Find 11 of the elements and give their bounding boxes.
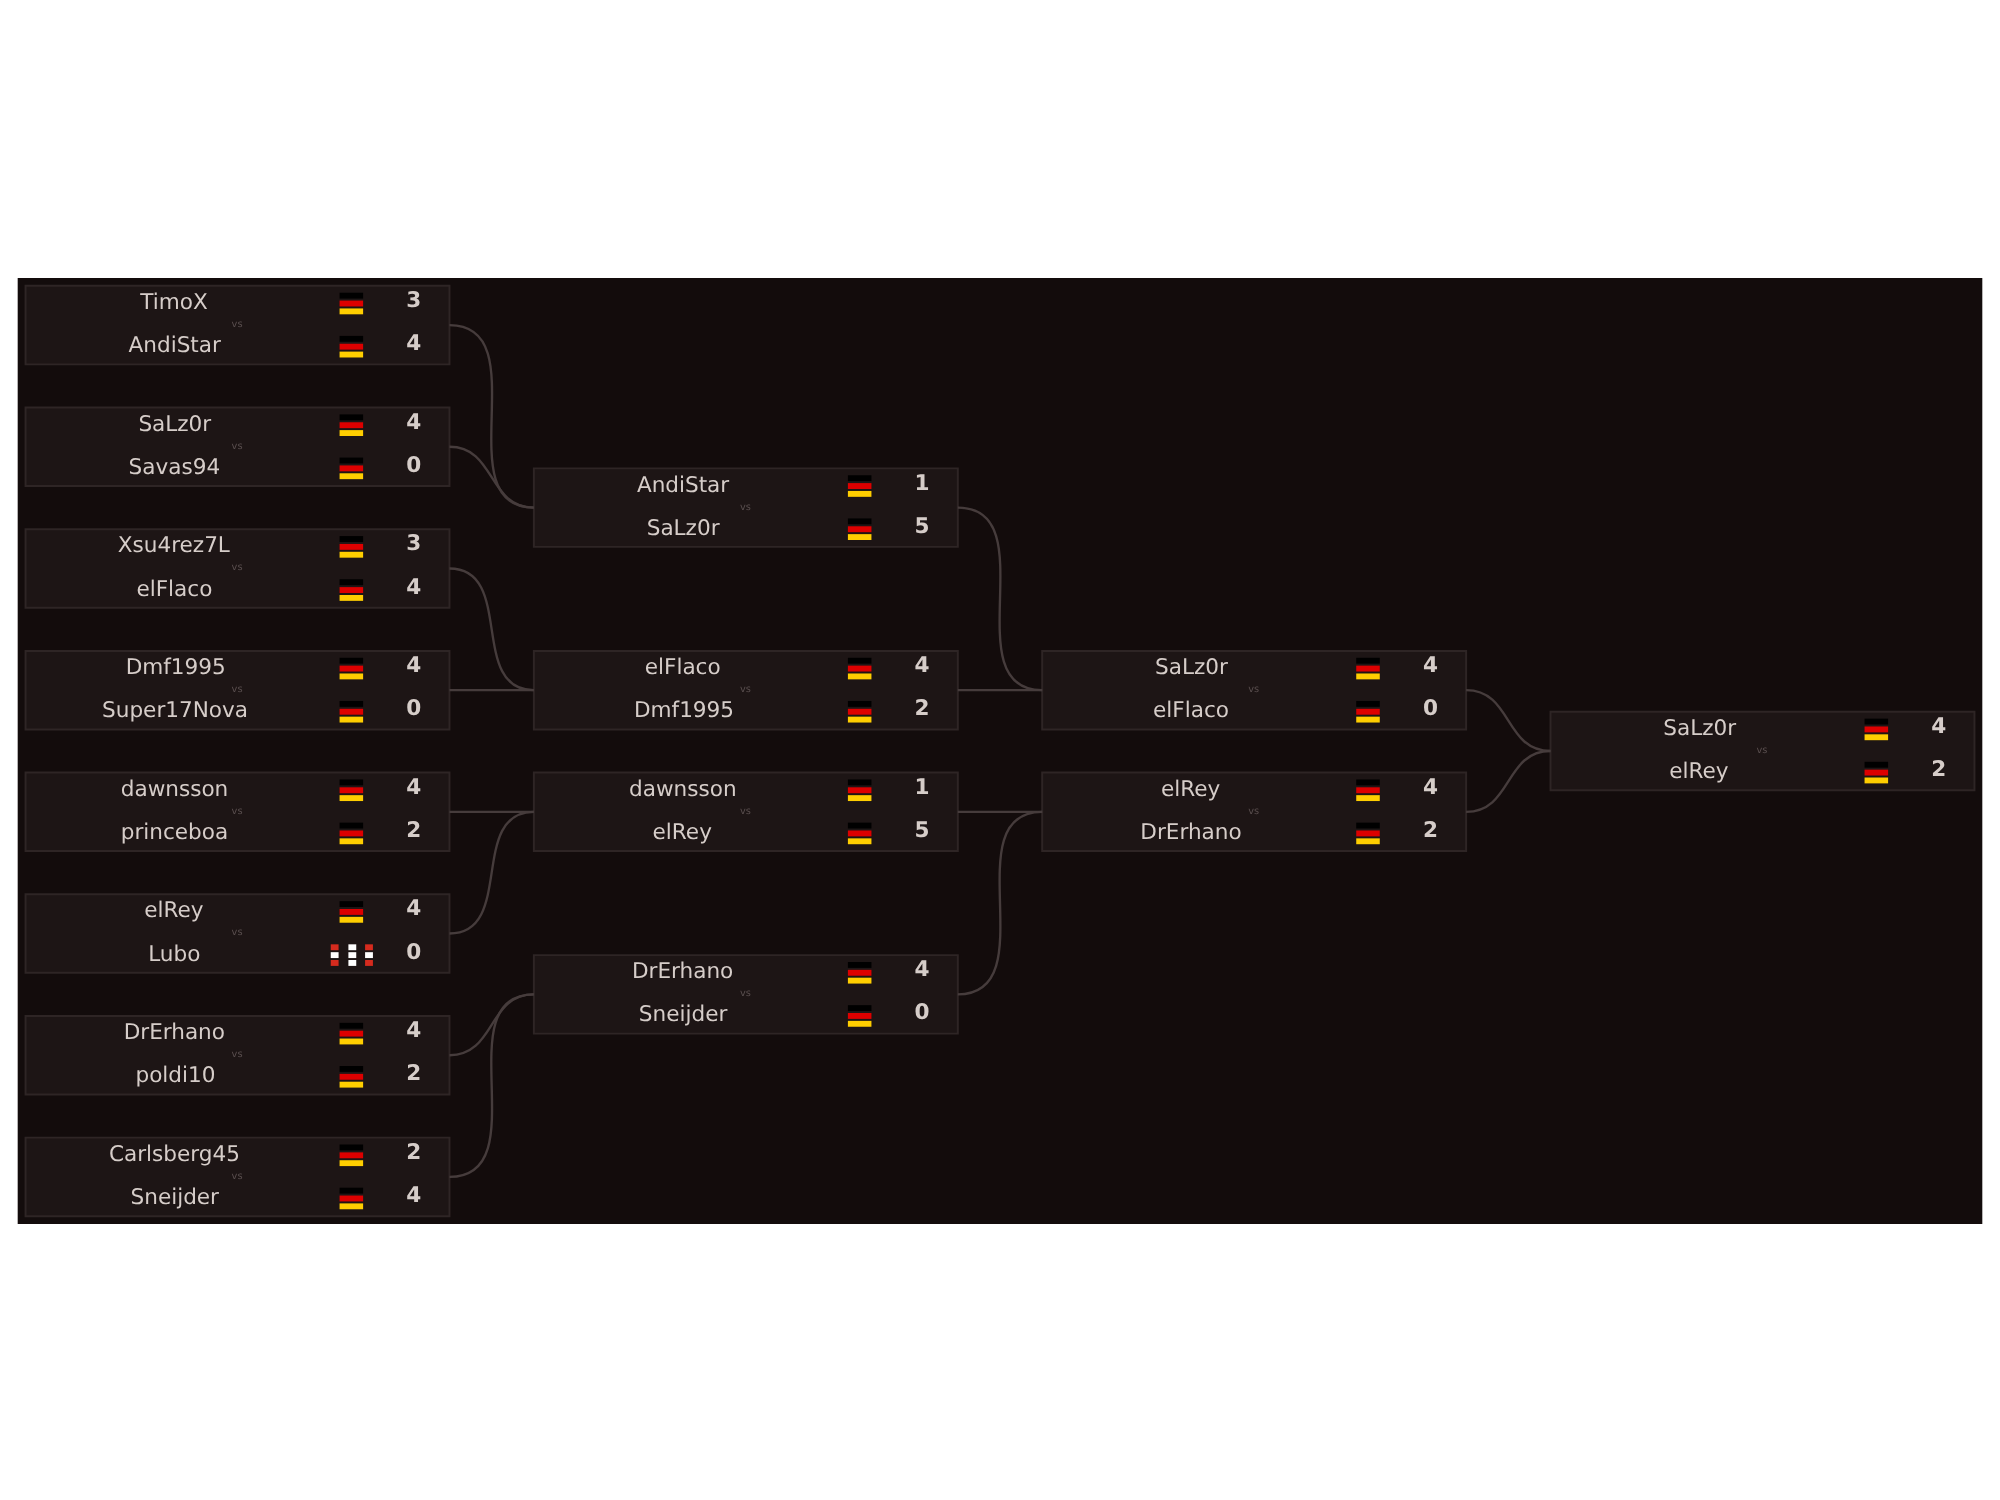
connector: [1466, 688, 1551, 752]
connector: [449, 566, 535, 691]
connector: [957, 505, 1043, 691]
connector: [957, 809, 1043, 995]
connector: [449, 688, 534, 691]
connector: [449, 444, 534, 508]
connector: [449, 992, 535, 1178]
connector: [449, 322, 535, 508]
connector: [957, 688, 1043, 691]
connector: [1466, 748, 1551, 812]
connector: [449, 809, 535, 934]
